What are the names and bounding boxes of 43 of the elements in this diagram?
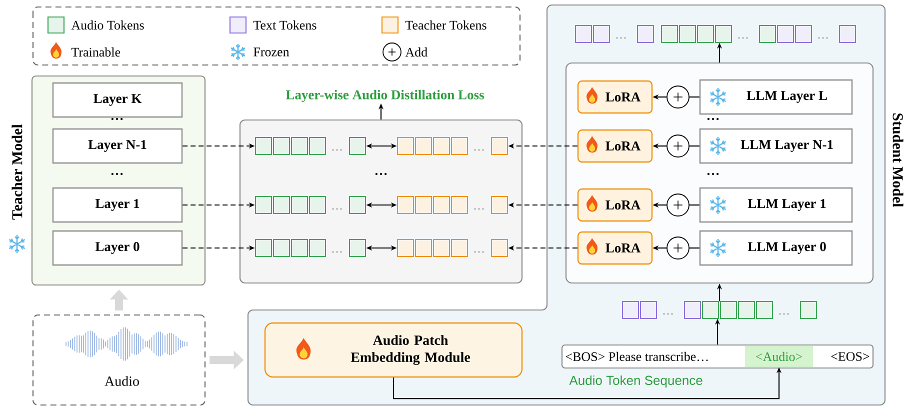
audio-token-cell: <Audio> (745, 346, 813, 367)
token-row (255, 196, 366, 214)
layer-box: LLM Layer N-1 (699, 128, 853, 164)
add-symbol (666, 194, 690, 216)
token-row (397, 196, 508, 214)
add-symbol (666, 86, 690, 108)
layer-box: LLM Layer 1 (699, 187, 853, 223)
token-row (622, 301, 818, 319)
node-label: Student Model (892, 114, 904, 208)
node-label: <BOS> Please transcribe… (566, 352, 708, 362)
add-symbol (666, 134, 690, 158)
audio-box: Audio (32, 314, 206, 406)
ellipsis: … (111, 118, 123, 120)
layer-box: Layer N-1 (52, 128, 183, 164)
legend-label: Frozen (254, 48, 290, 56)
layer-box: Layer 0 (52, 230, 183, 266)
lora-box: LoRA (577, 129, 653, 163)
lora-box: LoRA (577, 231, 653, 265)
layer-box: LLM Layer 0 (699, 230, 853, 266)
legend-label: Trainable (71, 47, 120, 57)
token-row (255, 137, 366, 155)
token-row (575, 25, 856, 43)
sequence-caption: Audio Token Sequence (569, 375, 702, 388)
layer-box: Layer 1 (52, 187, 183, 223)
legend-label: Add (405, 47, 428, 57)
layer-box: LLM Layer L (699, 79, 853, 115)
legend-label: Audio Tokens (71, 20, 144, 30)
ellipsis: … (707, 172, 719, 176)
add-symbol (666, 236, 690, 260)
ellipsis: … (375, 172, 387, 176)
token-row (397, 239, 508, 257)
legend-label: Teacher Tokens (405, 20, 486, 30)
token-row (397, 137, 508, 155)
node-label: <EOS> (831, 352, 870, 361)
layer-box: Layer K (52, 82, 183, 118)
legend-label: Text Tokens (253, 20, 316, 30)
lora-box: LoRA (577, 80, 653, 114)
ellipsis: … (111, 172, 123, 176)
ellipsis: … (707, 118, 719, 120)
lora-box: LoRA (577, 188, 653, 222)
panel-title: Layer-wise Audio Distillation Loss (286, 90, 484, 102)
module-box: Audio Patch Embedding Module (264, 322, 523, 378)
token-row (255, 239, 366, 257)
